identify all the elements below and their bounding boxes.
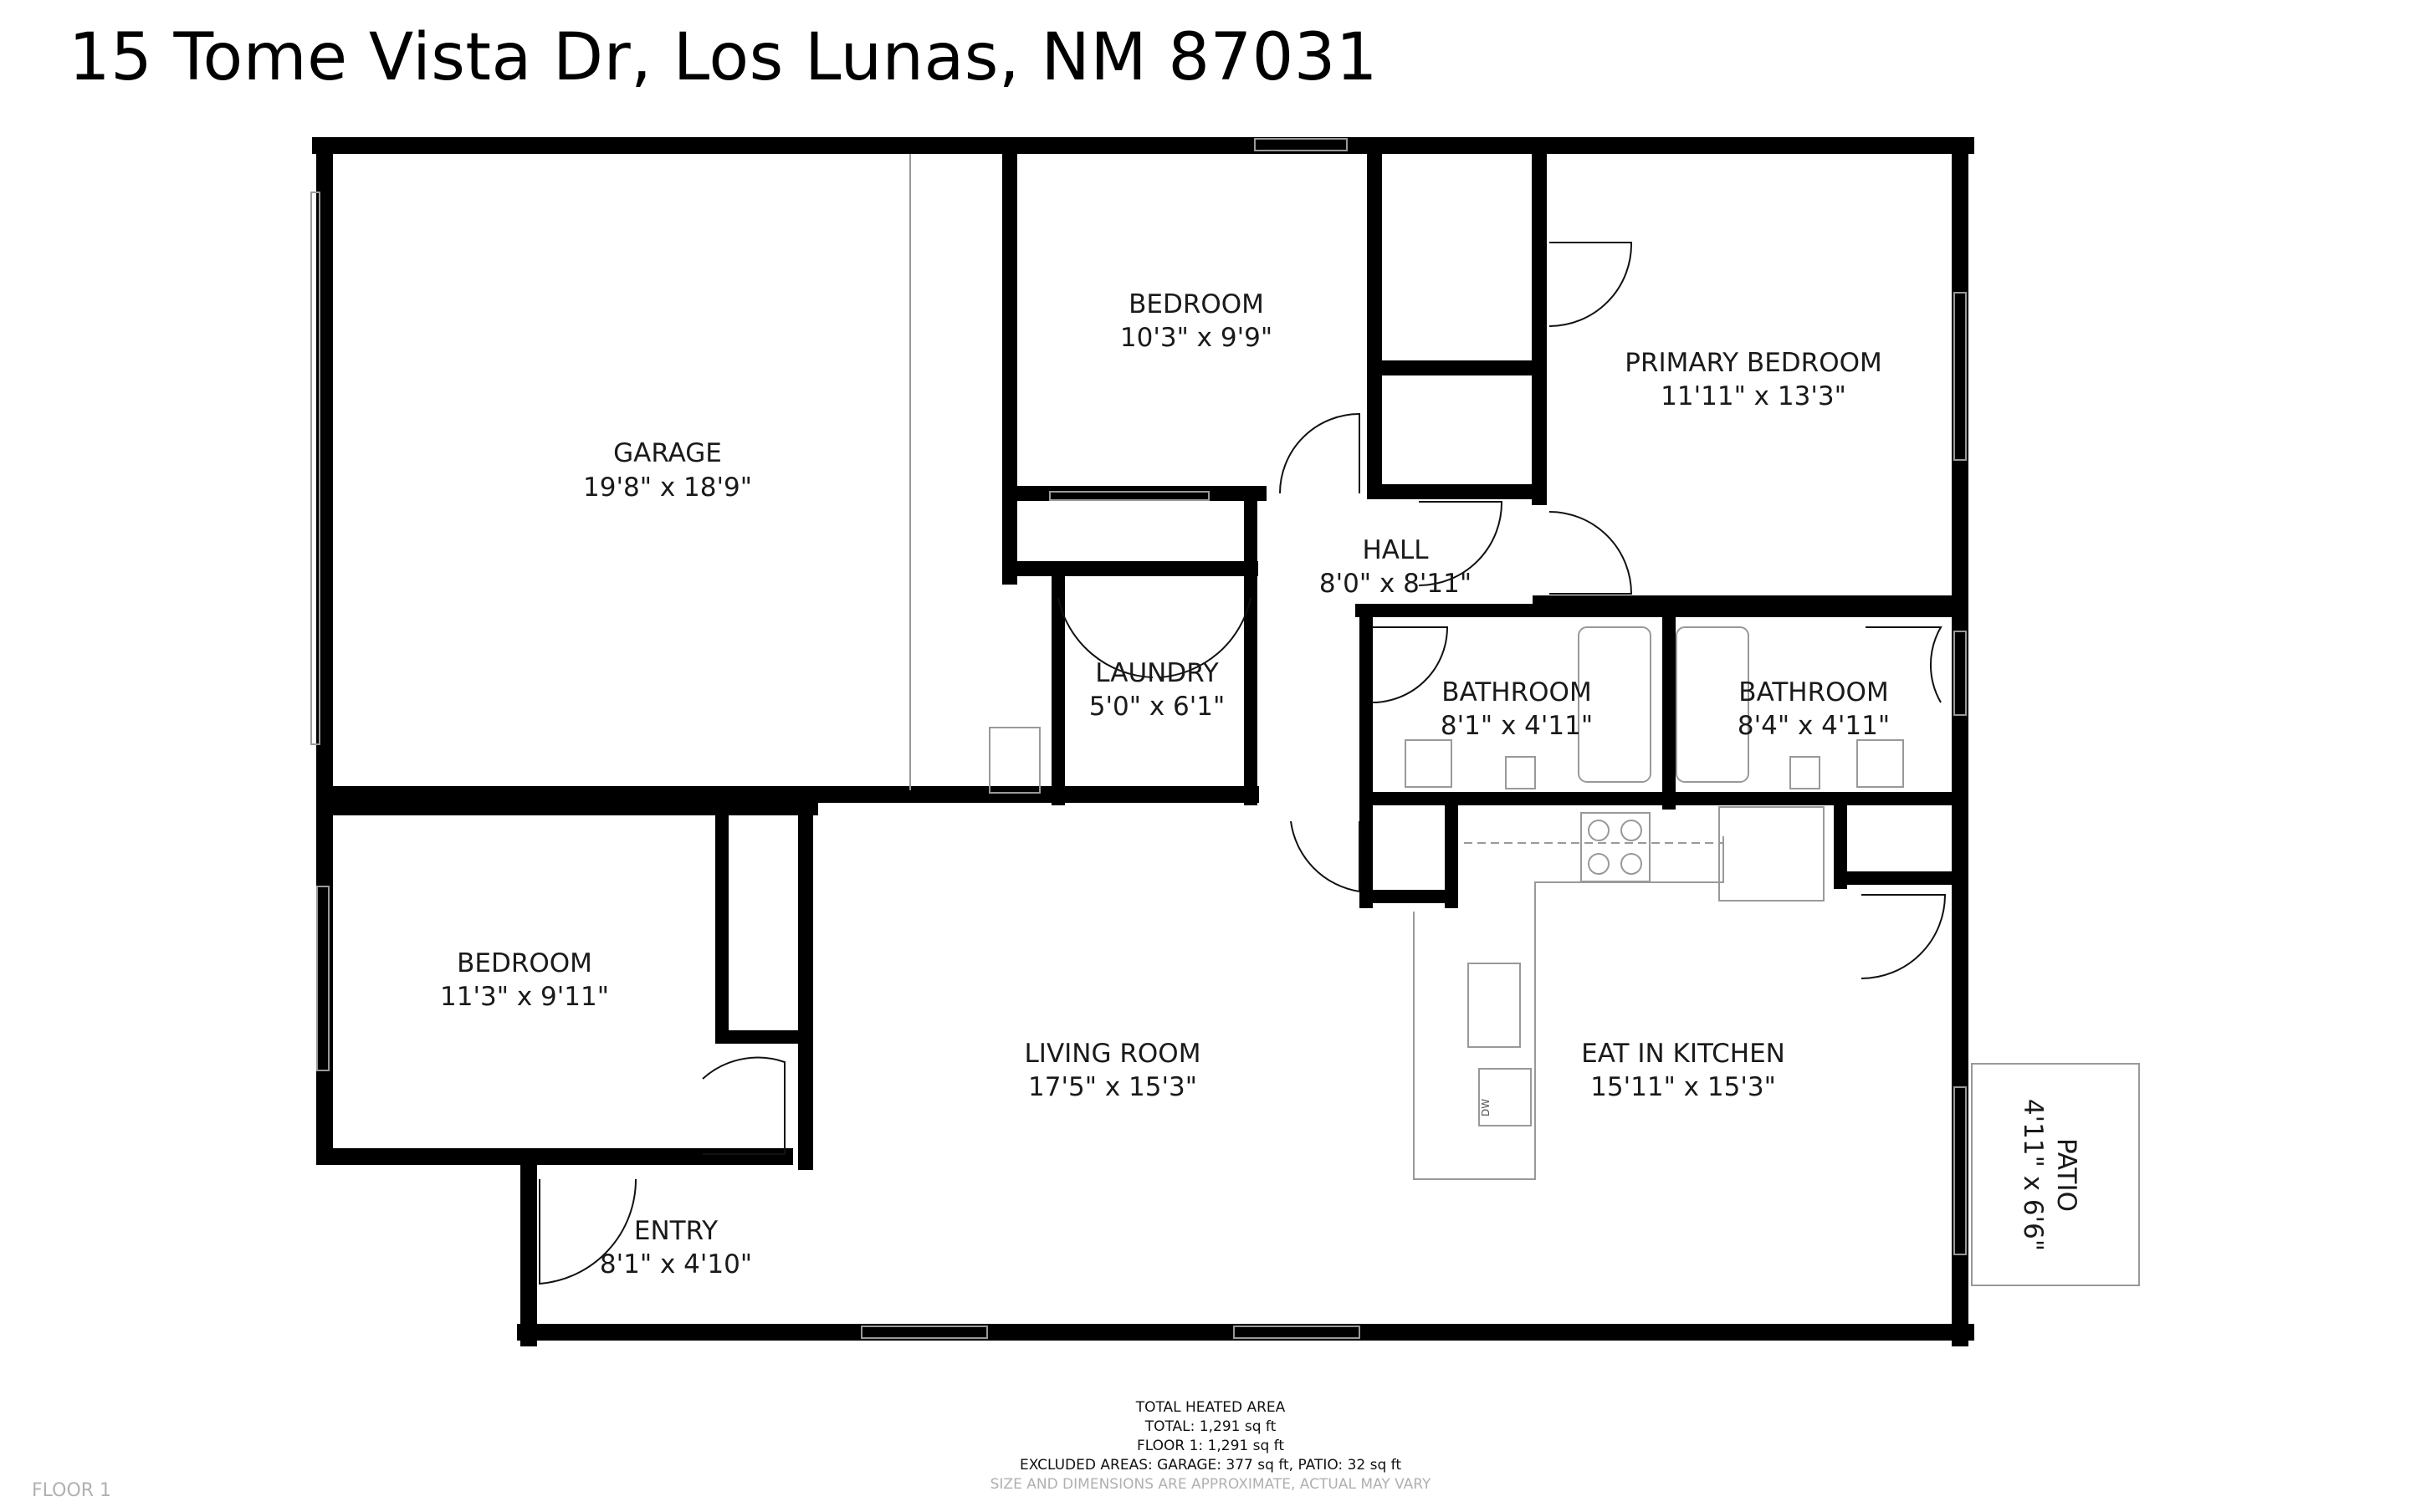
bathroom-2-dims: 8'4" x 4'11" [1738, 711, 1890, 741]
footer-total: TOTAL: 1,291 sq ft [1144, 1418, 1277, 1435]
living-room-label: LIVING ROOM [1025, 1039, 1201, 1069]
patio-label: PATIO [2051, 1138, 2081, 1212]
footer-excluded: EXCLUDED AREAS: GARAGE: 377 sq ft, PATIO… [1019, 1456, 1402, 1474]
patio-label-group: PATIO 4'11" x 6'6" [2018, 1099, 2081, 1251]
kitchen-label: EAT IN KITCHEN [1581, 1039, 1785, 1069]
bedroom-left-label: BEDROOM [457, 948, 592, 978]
interior-walls [715, 138, 1967, 1044]
hall-label: HALL [1362, 535, 1429, 565]
kitchen-dims: 15'11" x 15'3" [1590, 1072, 1776, 1102]
footer-area-summary: TOTAL HEATED AREA TOTAL: 1,291 sq ft FLO… [0, 1398, 2421, 1494]
footer-heading: TOTAL HEATED AREA [1135, 1399, 1286, 1416]
laundry-dims: 5'0" x 6'1" [1089, 692, 1226, 722]
page-title: 15 Tome Vista Dr, Los Lunas, NM 87031 [69, 20, 1379, 95]
door-swings [539, 242, 1947, 1285]
fixtures [310, 138, 2140, 1339]
exterior-walls [312, 137, 1974, 1346]
laundry-label: LAUNDRY [1095, 658, 1218, 688]
dishwasher-label: DW [1480, 1099, 1492, 1116]
floor-label: FLOOR 1 [32, 1480, 112, 1501]
garage-label: GARAGE [613, 438, 722, 468]
bathroom-2-label: BATHROOM [1738, 677, 1888, 707]
footer-disclaimer: SIZE AND DIMENSIONS ARE APPROXIMATE, ACT… [990, 1475, 1431, 1493]
primary-bedroom-label: PRIMARY BEDROOM [1625, 348, 1882, 378]
bathroom-1-label: BATHROOM [1441, 677, 1591, 707]
entry-label: ENTRY [634, 1216, 718, 1246]
living-room-dims: 17'5" x 15'3" [1028, 1072, 1197, 1102]
garage-dims: 19'8" x 18'9" [583, 472, 752, 503]
entry-dims: 8'1" x 4'10" [600, 1249, 752, 1280]
hall-dims: 8'0" x 8'11" [1319, 569, 1472, 599]
bedroom-top-label: BEDROOM [1129, 289, 1264, 319]
footer-floor: FLOOR 1: 1,291 sq ft [1136, 1437, 1285, 1454]
bathroom-1-dims: 8'1" x 4'11" [1441, 711, 1593, 741]
patio-dims: 4'11" x 6'6" [2018, 1099, 2048, 1251]
bedroom-left-dims: 11'3" x 9'11" [440, 982, 609, 1012]
primary-bedroom-dims: 11'11" x 13'3" [1661, 381, 1846, 411]
bedroom-top-dims: 10'3" x 9'9" [1120, 323, 1272, 353]
